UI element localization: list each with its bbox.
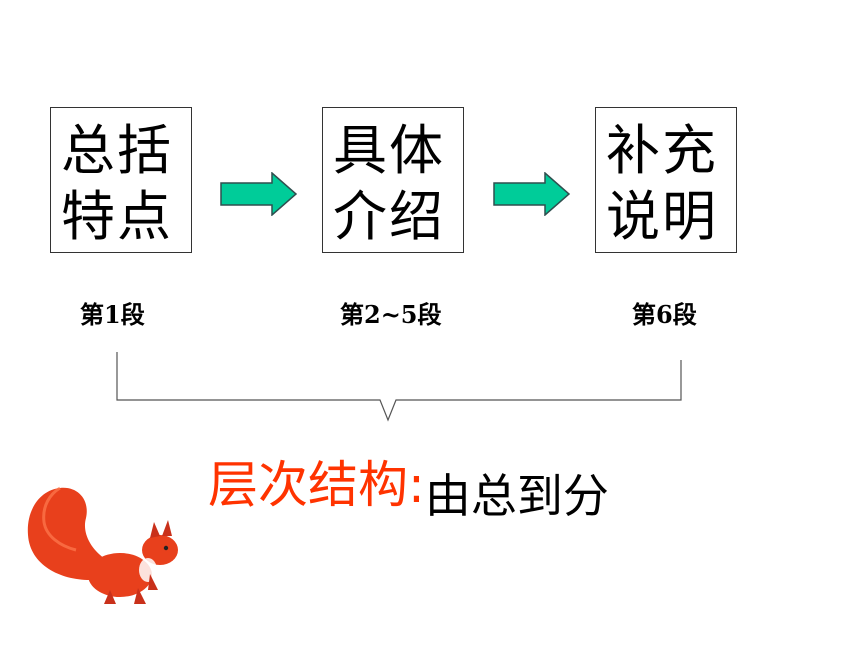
squirrel-icon xyxy=(27,486,178,604)
segment-label-2: 第2~5段 xyxy=(340,300,442,329)
box-detailed-introduction: 具体 介绍 xyxy=(322,107,464,253)
segment-label-1: 第1段 xyxy=(80,300,145,329)
box-summary-features-text: 总括 特点 xyxy=(61,119,173,248)
box-supplementary-note-text: 补充 说明 xyxy=(606,119,718,248)
box-supplementary-note: 补充 说明 xyxy=(595,107,737,253)
structure-summary-colon: : xyxy=(408,456,425,514)
structure-summary-label: 层次结构 xyxy=(208,456,408,514)
box-summary-features: 总括 特点 xyxy=(50,107,192,253)
box-detailed-introduction-text: 具体 介绍 xyxy=(333,119,445,248)
structure-summary-value: 由总到分 xyxy=(424,469,609,523)
right-arrow-icon xyxy=(493,172,571,216)
structure-summary: 层次结构:由总到分 xyxy=(208,452,609,523)
right-arrow-icon xyxy=(220,172,298,216)
segment-label-3: 第6段 xyxy=(632,300,697,329)
